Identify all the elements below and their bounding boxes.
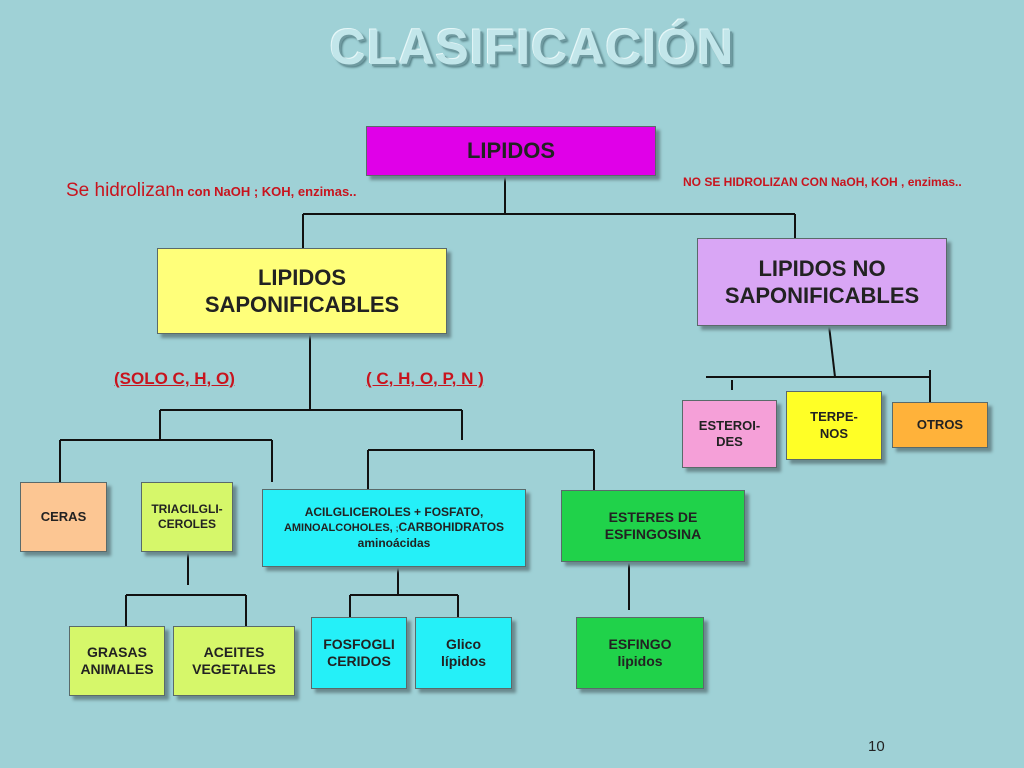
terpenos-line1: TERPE- [810, 409, 858, 425]
acilgliceroles-box: ACILGLICEROLES + FOSFATO, AMINOALCOHOLES… [262, 489, 526, 567]
page-title: CLASIFICACIÓN [329, 19, 735, 75]
terpenos-box: TERPE- NOS [786, 391, 882, 460]
no-hidrolizan-rest: NaOH, KOH , enzimas.. [831, 175, 962, 189]
otros-box: OTROS [892, 402, 988, 448]
esteroides-line1: ESTEROI- [698, 417, 761, 433]
no-saponificables-line1: LIPIDOS NO [758, 255, 886, 281]
acilgliceroles-line2: AMINOALCOHOLES, ;CARBOHIDRATOS [284, 520, 504, 536]
triacilgliceroles-line2: CEROLES [157, 517, 216, 531]
glicolipidos-box: Glico lípidos [415, 617, 512, 689]
fosfogliceridos-line1: FOSFOGLI [323, 635, 395, 652]
no-saponificables-box: LIPIDOS NO SAPONIFICABLES [697, 238, 947, 326]
acilgliceroles-line2c: CARBOHIDRATOS [398, 520, 505, 535]
aceites-line2: VEGETALES [192, 661, 276, 677]
acilgliceroles-line3: aminoácidas [357, 535, 431, 550]
glicolipidos-line1: Glico [445, 635, 481, 652]
grasas-box: GRASAS ANIMALES [69, 626, 165, 696]
ceras-box: CERAS [20, 482, 107, 552]
page-number: 10 [868, 738, 885, 755]
hidrolizan-main: Se hidrolizan [66, 180, 176, 201]
saponificables-box: LIPIDOS SAPONIFICABLES [157, 248, 447, 334]
esfingolipidos-box: ESFINGO lipidos [576, 617, 704, 689]
fosfogliceridos-box: FOSFOGLI CERIDOS [311, 617, 407, 689]
saponificables-line2: SAPONIFICABLES [204, 292, 400, 317]
esteres-box: ESTERES DE ESFINGOSINA [561, 490, 745, 562]
ceras-label: CERAS [40, 508, 87, 524]
acilgliceroles-line1: ACILGLICEROLES + FOSFATO, [304, 505, 484, 520]
aceites-box: ACEITES VEGETALES [173, 626, 295, 696]
acilgliceroles-line2b: ; [395, 524, 399, 534]
esteroides-box: ESTEROI- DES [682, 400, 777, 468]
glicolipidos-line2: lípidos [440, 653, 487, 669]
otros-label: OTROS [916, 416, 964, 432]
hidrolizan-note: Se hidrolizann con NaOH ; KOH, enzimas.. [66, 180, 356, 202]
saponificables-line1: LIPIDOS [257, 264, 346, 290]
grasas-line2: ANIMALES [80, 661, 154, 677]
acilgliceroles-line2a: AMINOALCOHOLES, [283, 522, 396, 535]
no-hidrolizan-note: NO SE HIDROLIZAN CON NaOH, KOH , enzimas… [683, 175, 962, 189]
fosfogliceridos-line2: CERIDOS [327, 653, 391, 669]
terpenos-line2: NOS [819, 425, 849, 441]
esteres-line1: ESTERES DE [608, 508, 698, 525]
aceites-line1: ACEITES [203, 643, 265, 660]
lipidos-label: LIPIDOS [466, 138, 555, 164]
esfingolipidos-line2: lipidos [617, 653, 663, 669]
no-saponificables-line2: SAPONIFICABLES [724, 283, 920, 308]
chopn-note: ( C, H, O, P, N ) [366, 369, 484, 388]
esteres-line2: ESFINGOSINA [604, 526, 702, 542]
esfingolipidos-line1: ESFINGO [608, 635, 672, 652]
triacilgliceroles-box: TRIACILGLI- CEROLES [141, 482, 233, 552]
solo-cho-note: (SOLO C, H, O) [114, 369, 235, 388]
triacilgliceroles-line1: TRIACILGLI- [151, 502, 223, 516]
grasas-line1: GRASAS [87, 643, 147, 660]
esteroides-line2: DES [716, 434, 743, 449]
hidrolizan-rest: n con NaOH ; KOH, enzimas.. [175, 184, 357, 199]
lipidos-box: LIPIDOS [366, 126, 656, 176]
no-hidrolizan-main: NO SE HIDROLIZAN CON [683, 175, 832, 189]
